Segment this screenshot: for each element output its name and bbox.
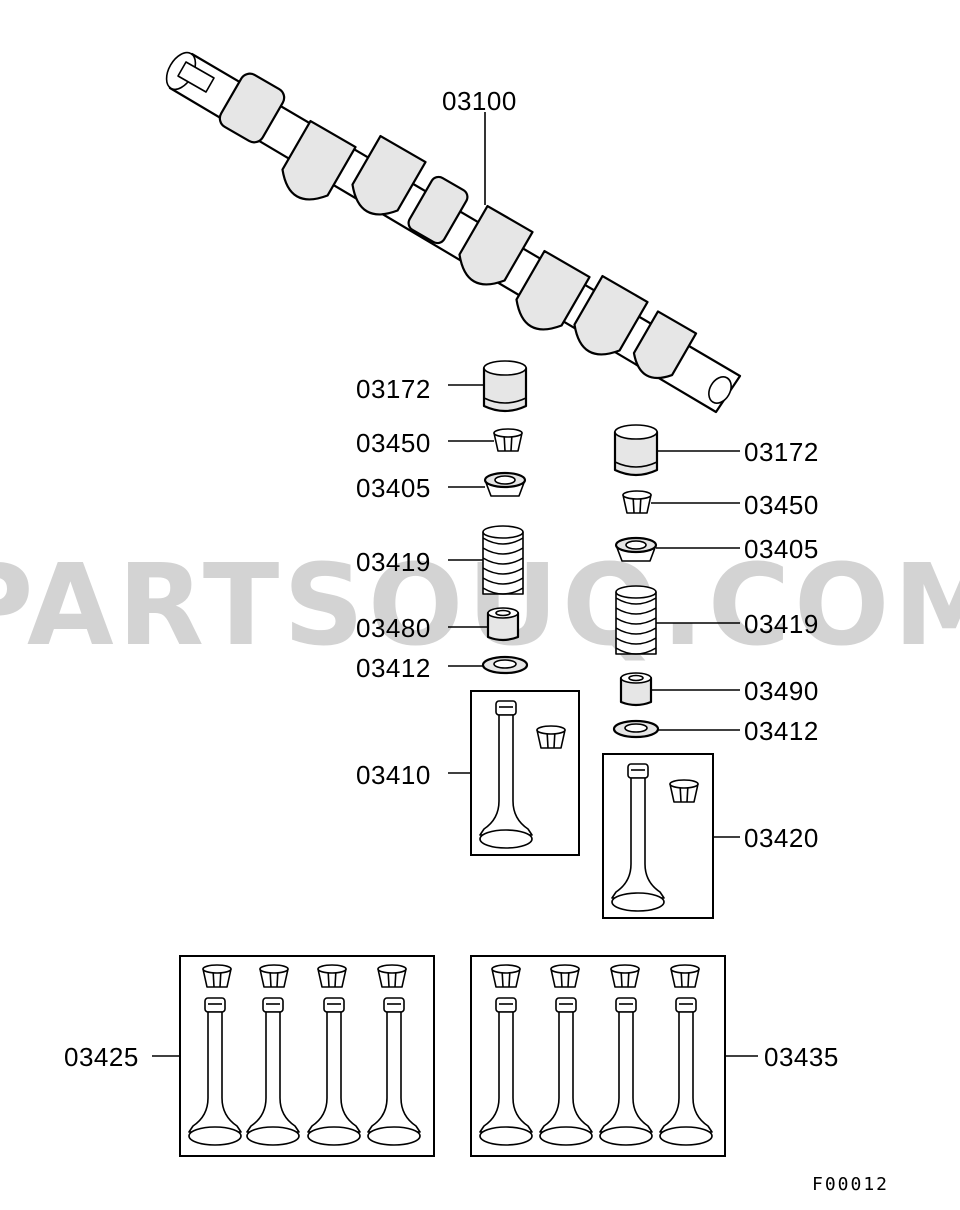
label-left-spring-seat[interactable]: 03412 — [356, 653, 431, 683]
right-valve-box — [602, 753, 714, 919]
left-valve-box — [470, 690, 580, 856]
leader-lines — [152, 112, 758, 1057]
label-camshaft[interactable]: 03100 — [442, 86, 517, 116]
label-left-retainer-lock[interactable]: 03450 — [356, 428, 431, 458]
watermark-text: PARTSOUQ.COM — [0, 541, 960, 671]
figure-code: F00012 — [812, 1174, 889, 1195]
label-right-stem-seal[interactable]: 03490 — [744, 676, 819, 706]
part-labels: 03100 03172 03450 03405 03419 03480 0341… — [64, 86, 839, 1072]
label-intake-valve-set[interactable]: 03425 — [64, 1042, 139, 1072]
label-left-stem-seal[interactable]: 03480 — [356, 613, 431, 643]
exhaust-valve-set-box — [470, 955, 726, 1157]
label-left-tappet[interactable]: 03172 — [356, 374, 431, 404]
label-right-spring[interactable]: 03419 — [744, 609, 819, 639]
label-right-tappet[interactable]: 03172 — [744, 437, 819, 467]
intake-valve-set-box — [179, 955, 435, 1157]
label-left-valve[interactable]: 03410 — [356, 760, 431, 790]
label-right-valve[interactable]: 03420 — [744, 823, 819, 853]
label-right-retainer-lock[interactable]: 03450 — [744, 490, 819, 520]
label-right-spring-seat[interactable]: 03412 — [744, 716, 819, 746]
label-left-spring[interactable]: 03419 — [356, 547, 431, 577]
label-left-spring-retainer[interactable]: 03405 — [356, 473, 431, 503]
label-exhaust-valve-set[interactable]: 03435 — [764, 1042, 839, 1072]
camshaft-drawing — [165, 51, 742, 414]
label-right-spring-retainer[interactable]: 03405 — [744, 534, 819, 564]
